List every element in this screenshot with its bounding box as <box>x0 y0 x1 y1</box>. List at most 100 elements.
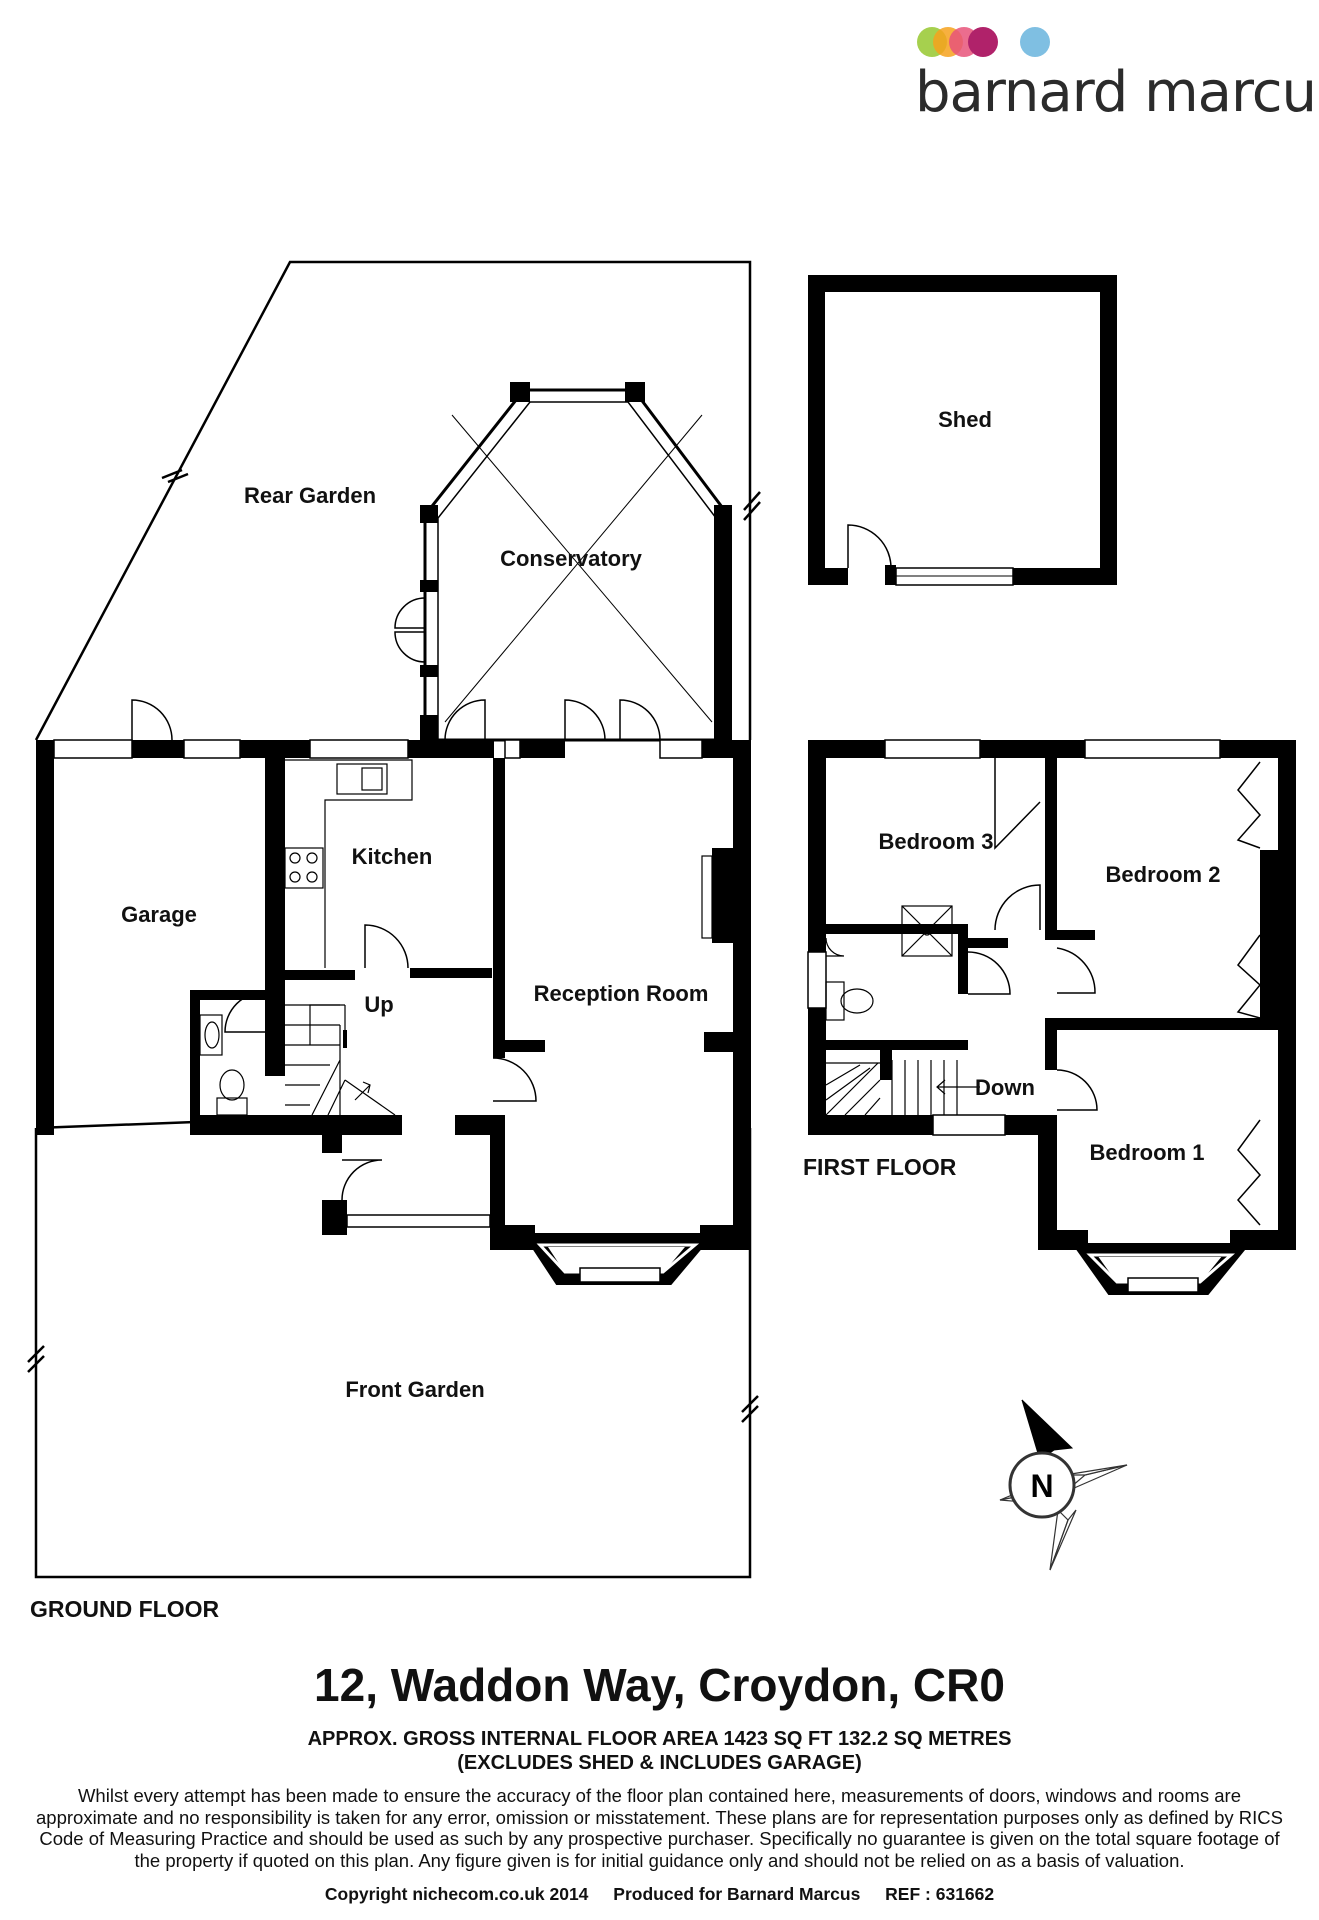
window <box>504 739 521 759</box>
first-floor-walls <box>808 740 1296 1250</box>
toilet-icon <box>216 1097 248 1116</box>
brand-dots-icon <box>917 27 1050 57</box>
room-label-conservatory: Conservatory <box>500 546 643 571</box>
bedroom3-cupboard-door-icon <box>994 758 1041 850</box>
floor-plan: N Rear Garden Conservatory Shed Garage K… <box>27 260 1296 1579</box>
reception-garden-door-icon <box>564 699 661 741</box>
window <box>346 1214 491 1228</box>
wall <box>1278 740 1296 1250</box>
wardrobe-doors-icon <box>1236 761 1261 849</box>
property-address: 12, Waddon Way, Croydon, CR0 <box>314 1659 1005 1711</box>
hob-icon <box>284 847 324 889</box>
wall <box>410 968 492 978</box>
compass-label: N <box>1030 1468 1053 1504</box>
wall <box>408 740 494 758</box>
wall <box>493 758 505 1058</box>
room-label-kitchen: Kitchen <box>352 844 433 869</box>
reception-door-icon <box>492 1057 537 1102</box>
cloakroom-door-icon <box>224 991 266 1033</box>
shed-structure <box>808 275 1117 586</box>
window <box>53 739 133 759</box>
window <box>807 951 827 1009</box>
wall <box>265 958 285 1076</box>
front-door-icon <box>341 1159 383 1201</box>
room-label-garage: Garage <box>121 902 197 927</box>
wall <box>1045 930 1095 940</box>
disclaimer-text: Whilst every attempt has been made to en… <box>36 1785 1283 1871</box>
wall <box>490 1115 505 1235</box>
bedroom1-door-icon <box>1056 1069 1098 1111</box>
footer: Copyright nichecom.co.uk 2014 Produced f… <box>0 1884 1319 1905</box>
brand-dot <box>1020 27 1050 57</box>
conservatory-post <box>510 382 530 402</box>
wall <box>1220 740 1296 758</box>
rear-garden-boundary <box>34 260 752 741</box>
front-garden-boundary <box>34 1128 752 1579</box>
bedroom3-door-icon <box>994 884 1041 931</box>
window <box>1084 739 1221 759</box>
bathroom-fittings <box>825 905 953 1021</box>
fireplace-icon <box>701 855 713 939</box>
conservatory-post <box>420 580 438 592</box>
bedroom2-door-icon <box>1056 947 1096 994</box>
first-floor-stairs <box>825 1060 980 1116</box>
kitchen-fittings <box>284 759 713 968</box>
ground-floor-windows <box>53 739 703 1228</box>
room-label-front-garden: Front Garden <box>345 1377 484 1402</box>
wall <box>958 938 1008 948</box>
wall <box>958 924 968 994</box>
wall <box>190 990 200 1115</box>
garden-boundaries <box>27 260 761 1579</box>
window <box>659 739 703 759</box>
window <box>309 739 409 759</box>
wall <box>132 740 184 758</box>
room-label-bedroom-2: Bedroom 2 <box>1106 862 1221 887</box>
floor-area-line2: (EXCLUDES SHED & INCLUDES GARAGE) <box>457 1752 862 1774</box>
floor-label-first: FIRST FLOOR <box>803 1154 957 1180</box>
wall <box>1260 850 1278 1025</box>
wall <box>808 740 826 1135</box>
brand-name: barnard marcus <box>915 60 1319 125</box>
conservatory-roof-line <box>451 414 713 723</box>
wall <box>958 1040 968 1050</box>
cloakroom-fittings <box>199 1014 248 1116</box>
wall <box>880 1040 892 1080</box>
footer-copyright: Copyright nichecom.co.uk 2014 <box>324 1884 589 1904</box>
basin-icon <box>825 937 845 957</box>
wardrobe-doors-icon <box>1237 1119 1261 1226</box>
stairs-arrow-icon <box>354 1081 371 1101</box>
front-garden-edge <box>35 1120 196 1130</box>
wall <box>980 740 1085 758</box>
bathroom-door-icon <box>967 951 1011 995</box>
conservatory-door-icon <box>394 597 426 663</box>
wall <box>268 1115 278 1135</box>
wall <box>1038 1115 1057 1250</box>
reception-bay-window <box>522 1233 716 1285</box>
first-floor-doors <box>967 758 1262 1226</box>
conservatory-frame <box>437 401 717 741</box>
ground-floor-doors <box>131 699 661 1201</box>
wall <box>826 924 966 934</box>
room-label-bedroom-3: Bedroom 3 <box>879 829 994 854</box>
window <box>932 1114 1006 1136</box>
wall <box>493 1040 545 1052</box>
wall <box>808 740 885 758</box>
conservatory-post <box>625 382 645 402</box>
wall <box>322 1135 342 1153</box>
wall <box>733 740 751 1235</box>
ground-stairs <box>285 1004 396 1116</box>
basin-icon <box>204 1021 220 1049</box>
first-floor-windows <box>807 739 1221 1136</box>
floor-label-ground: GROUND FLOOR <box>30 1596 220 1622</box>
kitchen-door-icon <box>364 924 409 969</box>
wall <box>1045 1018 1278 1030</box>
wall <box>190 990 270 1000</box>
wardrobe-doors-icon <box>1236 934 1262 1019</box>
shed-door-icon <box>847 524 892 569</box>
wall <box>808 1115 933 1135</box>
wall <box>1045 758 1057 938</box>
footer-produced: Produced for Barnard Marcus <box>613 1884 861 1904</box>
wall <box>265 740 285 968</box>
brand-logo: barnard marcus <box>900 20 1319 130</box>
stairs-label-up: Up <box>364 992 393 1017</box>
